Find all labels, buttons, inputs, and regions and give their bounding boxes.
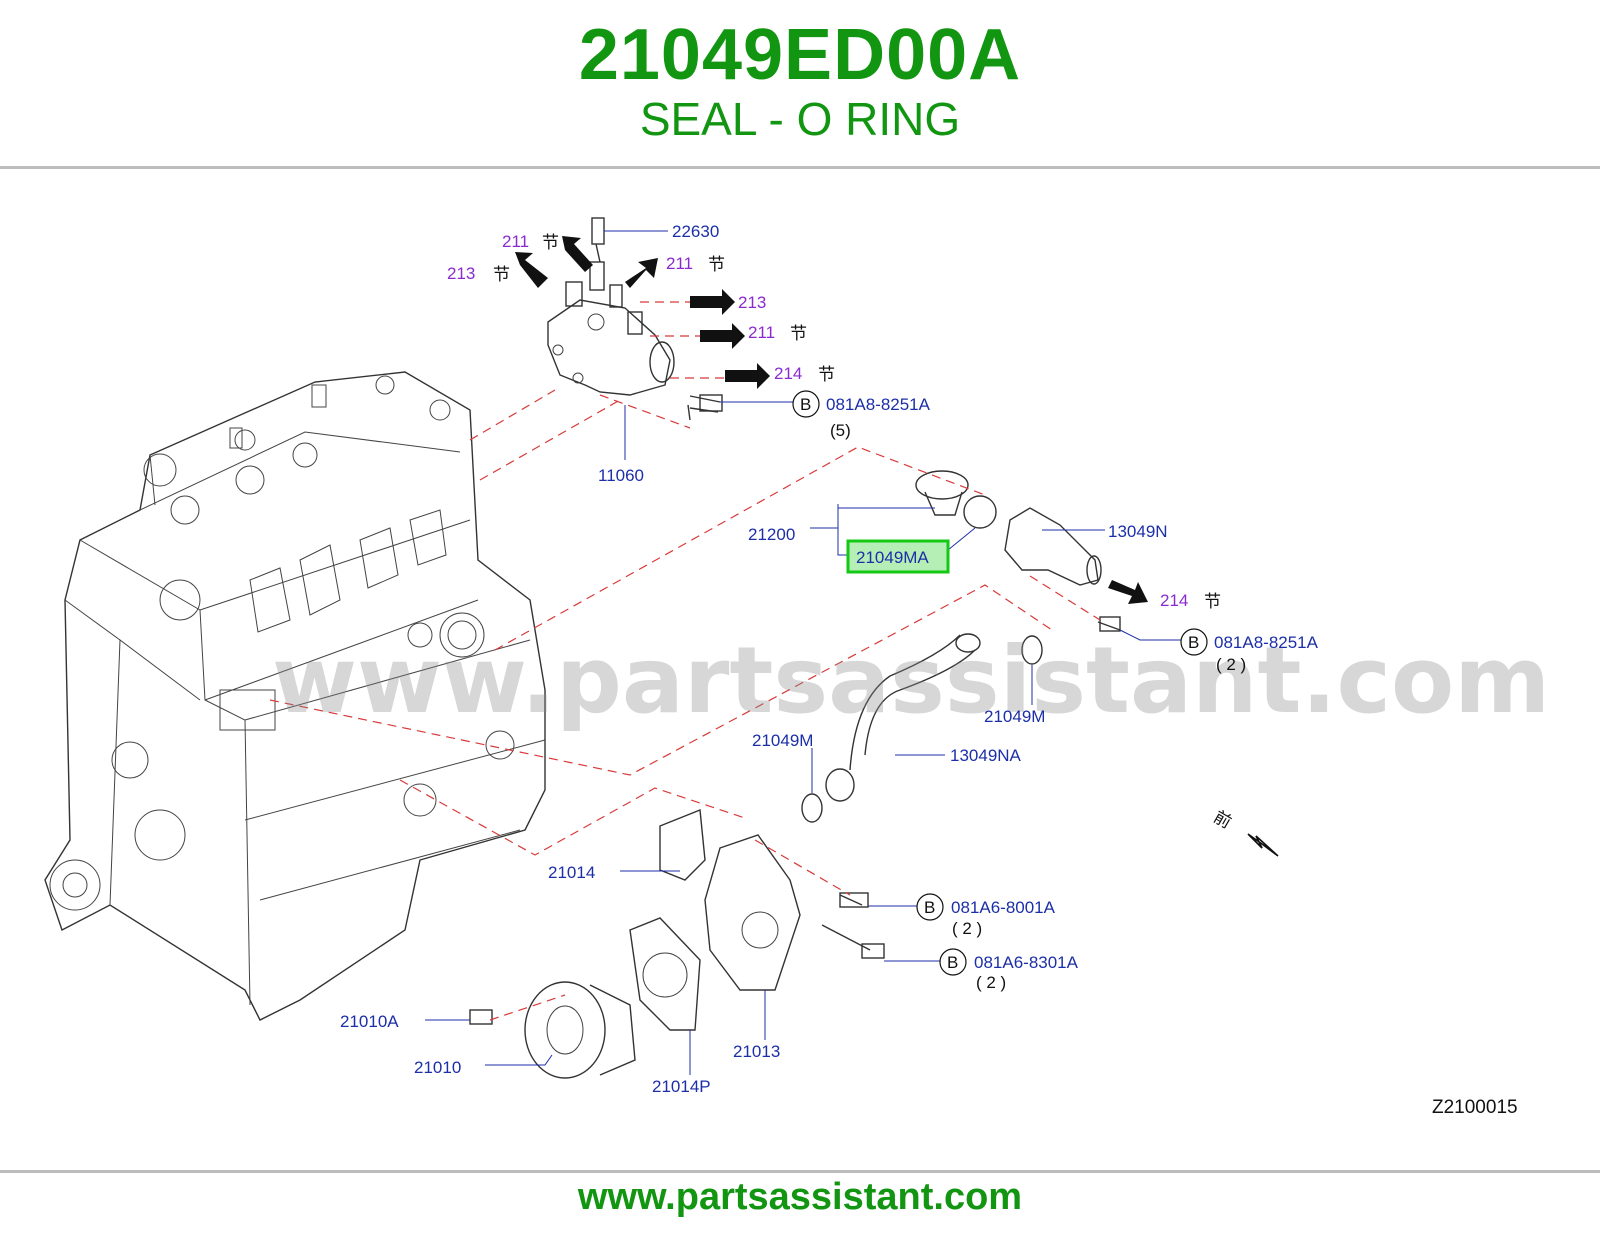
bolt-part-number: 081A8-8251A: [1214, 633, 1319, 652]
engine-block-drawing: [44, 371, 546, 1021]
footer-url[interactable]: www.partsassistant.com: [577, 1176, 1023, 1218]
label-21010: 21010: [414, 1058, 461, 1077]
header-divider: [0, 166, 1600, 169]
bolt-part-number: 081A6-8001A: [951, 898, 1056, 917]
arrow-icon: [1108, 580, 1148, 604]
front-direction-indicator: 前: [1210, 807, 1279, 857]
ref-213-right: 213: [738, 293, 766, 312]
leader-lines: [425, 230, 1185, 1075]
bolt-callout: B 081A8-8251A (5): [792, 390, 931, 440]
alignment-lines: [269, 301, 1101, 1021]
arrow-icon: [562, 236, 593, 272]
ref-211-right-top: 211: [666, 254, 693, 273]
label-21049M-right: 21049M: [984, 707, 1045, 726]
bolt-callout: B 081A8-8251A ( 2 ): [1180, 628, 1319, 674]
label-21014: 21014: [548, 863, 595, 882]
bolt-marker: B: [1188, 633, 1199, 652]
arrow-icon: [700, 323, 745, 349]
section-mark: 节: [542, 233, 559, 253]
water-outlet-drawing: [1004, 507, 1121, 632]
part-number: 21049ED00A: [578, 15, 1022, 95]
label-11060: 11060: [598, 466, 644, 485]
bolt-marker: B: [800, 395, 811, 414]
label-21014P: 21014P: [652, 1077, 711, 1096]
arrow-icon: [725, 363, 770, 389]
water-hose-drawing: [801, 633, 1043, 823]
front-mark: 前: [1210, 807, 1235, 833]
section-mark: 节: [818, 365, 835, 385]
section-mark: 节: [493, 265, 510, 285]
label-22630: 22630: [672, 222, 719, 241]
label-13049NA: 13049NA: [950, 746, 1022, 765]
arrow-icon: [625, 258, 658, 288]
front-arrow-icon: [1247, 833, 1279, 857]
watermark: www.partsassistant.com: [272, 627, 1550, 734]
water-pump-drawing: [469, 809, 885, 1079]
bolt-callout: B 081A6-8001A ( 2 ): [916, 893, 1056, 938]
part-description: SEAL - O RING: [639, 93, 961, 145]
bolt-qty: ( 2 ): [952, 919, 982, 938]
label-13049N: 13049N: [1108, 522, 1168, 541]
bolt-qty: ( 2 ): [976, 973, 1006, 992]
ref-214-upper: 214: [774, 364, 802, 383]
highlight-box[interactable]: [846, 539, 950, 574]
thermostat-drawing: [915, 470, 997, 529]
arrow-icon: [690, 289, 735, 315]
label-21049M-left: 21049M: [752, 731, 813, 750]
ref-213-left: 213: [447, 264, 475, 283]
bolt-callout: B 081A6-8301A ( 2 ): [939, 948, 1079, 992]
header: 21049ED00A SEAL - O RING: [0, 0, 1600, 168]
bolt-part-number: 081A6-8301A: [974, 953, 1079, 972]
bolt-qty: ( 2 ): [1216, 655, 1246, 674]
label-21013: 21013: [733, 1042, 780, 1061]
arrow-icon: [515, 252, 548, 288]
section-mark: 节: [790, 324, 807, 344]
bolt-qty: (5): [830, 421, 851, 440]
label-21049MA[interactable]: 21049MA: [856, 548, 929, 567]
label-21200: 21200: [748, 525, 795, 544]
ref-211-top: 211: [502, 232, 529, 251]
direction-arrows: [515, 236, 1148, 604]
bolt-marker: B: [947, 953, 958, 972]
ref-211-right-mid: 211: [748, 323, 775, 342]
bolt-part-number: 081A8-8251A: [826, 395, 931, 414]
ref-214-lower: 214: [1160, 591, 1188, 610]
footer-divider: [0, 1170, 1600, 1173]
section-mark: 节: [1204, 592, 1221, 612]
section-mark: 节: [708, 255, 725, 275]
bolt-marker: B: [924, 898, 935, 917]
diagram-code: Z2100015: [1432, 1097, 1518, 1118]
label-21010A: 21010A: [340, 1012, 399, 1031]
